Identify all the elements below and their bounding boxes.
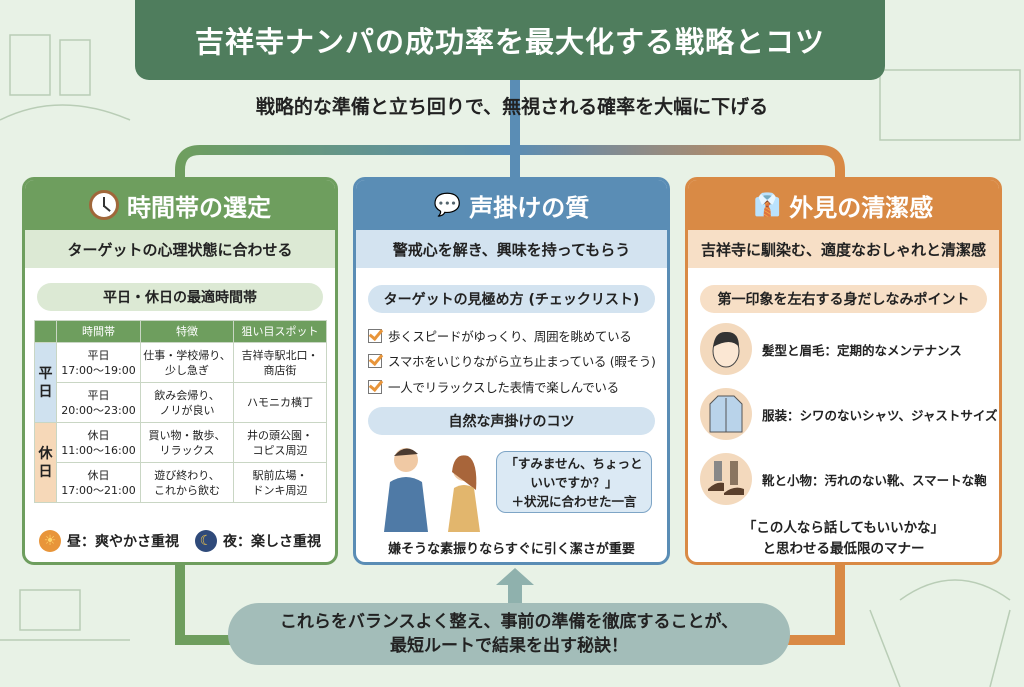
- conclusion-banner: これらをバランスよく整え、事前の準備を徹底することが、 最短ルートで結果を出す秘…: [228, 603, 790, 665]
- bubble-line: ＋状況に合わせた一言: [511, 494, 637, 509]
- bubble-line: いいですか？」: [530, 475, 618, 490]
- cell: 飲み会帰り、: [154, 388, 220, 402]
- cell: 商店街: [263, 363, 297, 377]
- cell: ハモニカ横丁: [247, 396, 313, 409]
- footer-line: 「この人なら話してもいいかな」: [742, 520, 945, 536]
- card-header: 💬 声掛けの質: [356, 180, 667, 230]
- cell: 20:00〜23:00: [61, 403, 136, 417]
- card-voice-quality: 💬 声掛けの質 警戒心を解き、興味を持ってもらう ターゲットの見極め方 (チェッ…: [353, 177, 670, 565]
- cell: コピス周辺: [252, 443, 308, 457]
- cell: 休日: [87, 428, 110, 442]
- cell: 17:00〜19:00: [61, 363, 136, 377]
- card-subtitle: 吉祥寺に馴染む、適度なおしゃれと清潔感: [688, 230, 999, 268]
- column-header: 特徴: [140, 320, 234, 343]
- shirt-icon: [700, 388, 752, 440]
- cell: リラックス: [159, 443, 215, 457]
- checklist-text: 歩くスピードがゆっくり、周囲を眺めている: [388, 329, 632, 344]
- section-pill: 平日・休日の最適時間帯: [37, 283, 323, 311]
- cell: 仕事・学校帰り、: [143, 348, 231, 362]
- cell: 17:00〜21:00: [61, 483, 136, 497]
- cell: ノリが良い: [159, 403, 215, 417]
- checkbox-icon: [368, 328, 382, 343]
- checkbox-icon: [368, 353, 382, 368]
- cell: 駅前広場・: [252, 468, 308, 482]
- section-pill: 第一印象を左右する身だしなみポイント: [700, 285, 987, 313]
- card-time-selection: 時間帯の選定 ターゲットの心理状態に合わせる 平日・休日の最適時間帯 時間帯特徴…: [22, 177, 338, 565]
- face-icon: [700, 323, 752, 375]
- cell: 11:00〜16:00: [61, 443, 136, 457]
- bubble-line: 「すみません、ちょっと: [505, 456, 643, 471]
- card-footer: 嫌そうな素振りならすぐに引く潔さが重要: [388, 542, 635, 557]
- column-header: 時間帯: [56, 320, 141, 343]
- card-title: 外見の清潔感: [789, 193, 934, 222]
- checklist-item: 歩くスピードがゆっくり、周囲を眺めている: [368, 326, 632, 345]
- conclusion-line: これらをバランスよく整え、事前の準備を徹底することが、: [279, 612, 739, 632]
- card-title: 声掛けの質: [469, 193, 590, 222]
- cell: 井の頭公園・: [247, 428, 313, 442]
- conclusion-line: 最短ルートで結果を出す秘訣！: [390, 636, 628, 656]
- checklist-text: スマホをいじりながら立ち止まっている (暇そう): [388, 354, 656, 369]
- card-subtitle: 警戒心を解き、興味を持ってもらう: [356, 230, 667, 268]
- cell: ドンキ周辺: [252, 483, 308, 497]
- column-header: 狙い目スポット: [233, 320, 327, 343]
- cell: 少し急ぎ: [165, 363, 209, 377]
- group-label: 休日: [34, 422, 57, 503]
- section-pill: ターゲットの見極め方 (チェックリスト): [368, 285, 655, 313]
- card-header: 時間帯の選定: [25, 180, 335, 230]
- item-text: 靴と小物：汚れのない靴、スマートな鞄: [762, 472, 987, 488]
- checklist-item: 一人でリラックスした表情で楽しんでいる: [368, 377, 619, 396]
- legend: ☀ 昼：爽やかさ重視 ☾ 夜：楽しさ重視: [39, 530, 321, 552]
- footer-line: と思わせる最低限のマナー: [762, 541, 925, 557]
- card-subtitle: ターゲットの心理状態に合わせる: [25, 230, 335, 268]
- cell: これから飲む: [154, 483, 220, 497]
- legend-night: 夜：楽しさ重視: [223, 534, 321, 550]
- item-text: 髪型と眉毛：定期的なメンテナンス: [762, 342, 962, 358]
- shoes-icon: [700, 453, 752, 505]
- conversation-icon: 💬: [433, 192, 462, 218]
- checkbox-icon: [368, 379, 382, 394]
- cell: 買い物・散歩、: [148, 428, 226, 442]
- cell: 平日: [87, 348, 110, 362]
- item-text: 服装：シワのないシャツ、ジャストサイズ: [762, 407, 998, 423]
- sun-icon: ☀: [39, 530, 61, 552]
- group-label: 平日: [34, 342, 57, 423]
- cell: 遊び終わり、: [154, 468, 220, 482]
- page-title: 吉祥寺ナンパの成功率を最大化する戦略とコツ: [135, 0, 885, 80]
- checklist-text: 一人でリラックスした表情で楽しんでいる: [388, 380, 619, 395]
- grooming-item: 靴と小物：汚れのない靴、スマートな鞄: [700, 453, 987, 505]
- checklist-item: スマホをいじりながら立ち止まっている (暇そう): [368, 351, 656, 370]
- moon-icon: ☾: [195, 530, 217, 552]
- clock-icon: [89, 190, 119, 220]
- speech-bubble: 「すみません、ちょっと いいですか？」 ＋状況に合わせた一言: [496, 451, 652, 513]
- card-appearance: 👔 外見の清潔感 吉祥寺に馴染む、適度なおしゃれと清潔感 第一印象を左右する身だ…: [685, 177, 1002, 565]
- card-header: 👔 外見の清潔感: [688, 180, 999, 230]
- card-title: 時間帯の選定: [127, 193, 271, 222]
- section-pill: 自然な声掛けのコツ: [368, 407, 655, 435]
- card-footer: 「この人なら話してもいいかな」 と思わせる最低限のマナー: [688, 518, 999, 560]
- shirt-magnifier-icon: 👔: [753, 192, 782, 218]
- cell: 吉祥寺駅北口・: [241, 348, 319, 362]
- grooming-item: 髪型と眉毛：定期的なメンテナンス: [700, 323, 962, 375]
- cell: 平日: [87, 388, 110, 402]
- legend-day: 昼：爽やかさ重視: [67, 534, 179, 550]
- grooming-item: 服装：シワのないシャツ、ジャストサイズ: [700, 388, 998, 440]
- page-subtitle: 戦略的な準備と立ち回りで、無視される確率を大幅に下げる: [255, 96, 769, 118]
- conversation-illustration: [384, 448, 480, 532]
- cell: 休日: [87, 468, 110, 482]
